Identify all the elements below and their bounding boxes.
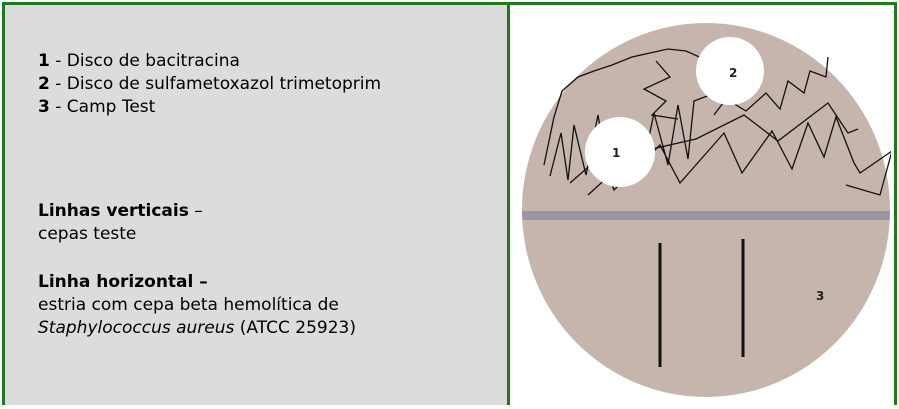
legend-separator: - xyxy=(50,51,67,71)
strain-code: (ATCC 25923) xyxy=(234,318,356,338)
legend-separator: - xyxy=(50,74,67,94)
species-name: Staphylococcus aureus xyxy=(38,318,234,338)
legend-item-camp-test: 3 - Camp Test xyxy=(38,96,381,119)
disc-2-label: 2 xyxy=(729,66,737,80)
legend-number: 3 xyxy=(38,97,50,117)
legend-separator: - xyxy=(50,97,67,117)
legend-panel: 1 - Disco de bacitracina 2 - Disco de su… xyxy=(2,2,510,405)
vertical-lines-text: cepas teste xyxy=(38,223,203,246)
vertical-lines-description: Linhas verticais – cepas teste xyxy=(38,200,203,246)
legend-list: 1 - Disco de bacitracina 2 - Disco de su… xyxy=(38,50,381,119)
disc-1-label: 1 xyxy=(612,146,620,160)
vertical-lines-dash: – xyxy=(189,201,203,221)
diagram-panel: 1 2 3 xyxy=(510,2,897,405)
legend-text: Camp Test xyxy=(67,97,156,117)
horizontal-line-description: Linha horizontal – estria com cepa beta … xyxy=(38,271,356,340)
legend-item-bacitracin: 1 - Disco de bacitracina xyxy=(38,50,381,73)
legend-number: 2 xyxy=(38,74,50,94)
petri-dish-diagram: 1 2 3 xyxy=(510,5,891,405)
horizontal-line-title: Linha horizontal – xyxy=(38,271,356,294)
horizontal-line-text: estria com cepa beta hemolítica de xyxy=(38,294,356,317)
vertical-lines-title: Linhas verticais xyxy=(38,201,189,221)
legend-text: Disco de sulfametoxazol trimetoprim xyxy=(67,74,381,94)
legend-text: Disco de bacitracina xyxy=(67,51,240,71)
camp-test-label: 3 xyxy=(816,289,824,303)
horizontal-streak-line xyxy=(510,211,891,220)
legend-item-sulfamethoxazole: 2 - Disco de sulfametoxazol trimetoprim xyxy=(38,73,381,96)
legend-number: 1 xyxy=(38,51,50,71)
